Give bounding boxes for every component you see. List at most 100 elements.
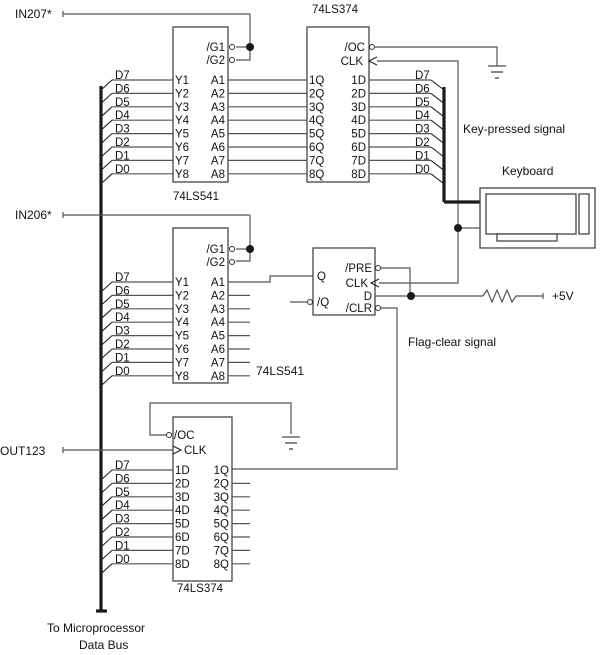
pin-label: 3D bbox=[351, 102, 366, 114]
clock-edge-icon bbox=[172, 445, 183, 455]
bus-label: D1 bbox=[415, 150, 430, 162]
pin-label: Y7 bbox=[175, 155, 189, 167]
in207-signal-label: IN207* bbox=[15, 7, 52, 21]
pin-label: Y8 bbox=[175, 169, 189, 181]
bus-label: D2 bbox=[415, 137, 430, 149]
bus-label: D1 bbox=[115, 540, 130, 552]
keyboard-bus-tap-d3: D3 bbox=[369, 124, 445, 145]
ground-symbol-top bbox=[488, 65, 506, 79]
top-latch-part-label: 74LS374 bbox=[312, 4, 359, 16]
flag-clear-wire bbox=[228, 307, 398, 470]
pin-label: 1D bbox=[175, 465, 190, 477]
bus-label: D4 bbox=[115, 500, 130, 512]
bus-label: D5 bbox=[415, 97, 430, 109]
supply-voltage-label: +5V bbox=[552, 289, 574, 303]
bus-tap-d5: D5 bbox=[100, 299, 173, 320]
top-74ls374-latch: 74LS374 1Q2Q3Q4Q5Q6Q7Q8Q1D2D3D4D5D6D7D8D… bbox=[306, 4, 378, 183]
pin-label: A5 bbox=[211, 129, 225, 141]
pin-label: Y6 bbox=[175, 344, 189, 356]
bus-tap-d4: D4 bbox=[100, 110, 173, 131]
bus-tap-d4: D4 bbox=[100, 500, 173, 521]
pin-label: Y2 bbox=[175, 88, 189, 100]
pin-label: /PRE bbox=[345, 263, 372, 275]
keyboard-bus-tap-d2: D2 bbox=[369, 137, 445, 158]
pin-label: A7 bbox=[211, 357, 225, 369]
keyboard-bus-tap-d1: D1 bbox=[369, 150, 445, 171]
pin-label: 7Q bbox=[214, 545, 229, 557]
bus-label: D7 bbox=[115, 460, 130, 472]
middle-buffer-part-label: 74LS541 bbox=[256, 364, 304, 378]
in207-junction-dot bbox=[246, 43, 254, 51]
pin-label: Y3 bbox=[175, 304, 189, 316]
pin-label: 6D bbox=[175, 532, 190, 544]
bus-label: D1 bbox=[115, 150, 130, 162]
bus-label: D2 bbox=[115, 527, 130, 539]
bus-caption-line2: Data Bus bbox=[79, 638, 128, 652]
bus-label: D0 bbox=[115, 366, 130, 378]
flag-clear-signal-label: Flag-clear signal bbox=[408, 335, 496, 349]
pin-label: 5D bbox=[175, 519, 190, 531]
pin-label: 7Q bbox=[309, 155, 324, 167]
pin-label: A8 bbox=[211, 169, 225, 181]
pin-label: Y3 bbox=[175, 102, 189, 114]
pullup-junction-dot bbox=[407, 292, 415, 300]
bus-tap-d1: D1 bbox=[100, 540, 173, 561]
control-pin-label: /OC bbox=[345, 42, 365, 54]
pin-label: 8Q bbox=[214, 559, 229, 571]
control-pin-label: /OC bbox=[174, 430, 194, 442]
bus-tap-d3: D3 bbox=[100, 124, 173, 145]
bus-label: D7 bbox=[415, 70, 430, 82]
in206-signal-label: IN206* bbox=[15, 208, 52, 222]
bus-tap-d7: D7 bbox=[100, 460, 173, 481]
bus-label: D4 bbox=[115, 312, 130, 324]
bus-tap-d6: D6 bbox=[100, 285, 173, 306]
bus-tap-d2: D2 bbox=[100, 527, 173, 548]
clock-edge-icon bbox=[367, 56, 378, 66]
pin-label: A2 bbox=[211, 290, 225, 302]
pin-label: D bbox=[364, 291, 372, 303]
bus-label: D5 bbox=[115, 299, 130, 311]
pin-label: 7D bbox=[351, 155, 366, 167]
pin-label: 6Q bbox=[309, 142, 324, 154]
pin-label: Y5 bbox=[175, 129, 189, 141]
pin-label: Y1 bbox=[175, 75, 189, 87]
bus-tap-d5: D5 bbox=[100, 487, 173, 508]
pin-label: A4 bbox=[211, 115, 226, 127]
bus-tap-d0: D0 bbox=[100, 366, 173, 387]
bus-label: D4 bbox=[115, 110, 130, 122]
bus-label: D7 bbox=[115, 70, 130, 82]
top-buffer-part-label: 74LS541 bbox=[173, 191, 219, 203]
keyboard-label: Keyboard bbox=[502, 164, 553, 178]
pin-label: A2 bbox=[211, 88, 225, 100]
pin-label: 4D bbox=[175, 505, 190, 517]
clock-edge-icon bbox=[369, 278, 380, 288]
pin-label: 2Q bbox=[309, 88, 324, 100]
pin-label: Y7 bbox=[175, 357, 189, 369]
enable-pin-label: /G1 bbox=[206, 42, 225, 54]
bus-label: D0 bbox=[115, 164, 130, 176]
control-pin-label: CLK bbox=[184, 445, 207, 457]
pin-label: A1 bbox=[211, 277, 225, 289]
pin-label: 1Q bbox=[214, 465, 229, 477]
bus-label: D6 bbox=[115, 285, 130, 297]
bus-label: D6 bbox=[115, 473, 130, 485]
pin-label: 1D bbox=[351, 75, 366, 87]
key-pressed-signal-label: Key-pressed signal bbox=[463, 122, 565, 136]
bus-tap-d7: D7 bbox=[100, 70, 173, 91]
bus-tap-d4: D4 bbox=[100, 312, 173, 333]
bus-tap-d1: D1 bbox=[100, 352, 173, 373]
bus-tap-d7: D7 bbox=[100, 272, 173, 293]
in206-junction-dot bbox=[246, 245, 254, 253]
pin-label: 2D bbox=[351, 88, 366, 100]
pin-label: A4 bbox=[211, 317, 226, 329]
bus-tap-d3: D3 bbox=[100, 514, 173, 535]
pin-label: Y2 bbox=[175, 290, 189, 302]
pin-label: 4Q bbox=[214, 505, 229, 517]
pin-label: A6 bbox=[211, 344, 225, 356]
pin-label: 5D bbox=[351, 129, 366, 141]
pin-label: A6 bbox=[211, 142, 225, 154]
